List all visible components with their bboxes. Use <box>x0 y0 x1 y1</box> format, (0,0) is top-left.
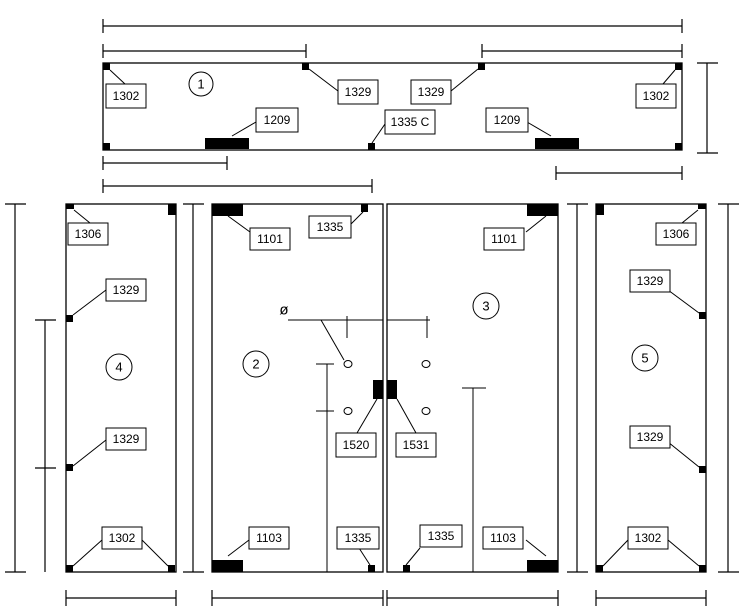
panel-4-fittings <box>66 204 176 572</box>
svg-text:1103: 1103 <box>256 531 282 545</box>
diameter-symbol: ø <box>279 302 288 319</box>
svg-text:1335: 1335 <box>428 529 455 543</box>
callout-1335: 1335 <box>308 215 352 239</box>
panel-2-leaders <box>227 211 378 566</box>
callout-1302: 1302 <box>635 83 677 109</box>
svg-text:1329: 1329 <box>113 432 140 446</box>
panel-2: ø 2 1101 1335 1520 1103 1335 <box>211 203 384 573</box>
panel-2-fittings <box>212 204 383 572</box>
svg-text:1306: 1306 <box>663 227 690 241</box>
panel-1-leaders <box>109 68 676 144</box>
svg-text:1335: 1335 <box>345 531 372 545</box>
panel-5-outline <box>595 203 707 573</box>
callout-1531: 1531 <box>395 432 437 458</box>
panel-number-3-text: 3 <box>482 299 489 314</box>
dimension-lines <box>5 19 739 606</box>
svg-text:1103: 1103 <box>490 531 516 545</box>
svg-text:1329: 1329 <box>418 85 445 99</box>
panel-1-fittings <box>103 63 682 150</box>
panel-3-fittings <box>387 204 558 572</box>
svg-text:1329: 1329 <box>113 283 140 297</box>
callout-1101: 1101 <box>249 227 291 251</box>
svg-text:1209: 1209 <box>264 113 291 127</box>
callout-1329: 1329 <box>629 425 671 449</box>
callout-1520: 1520 <box>335 432 377 458</box>
svg-text:1306: 1306 <box>75 227 102 241</box>
callout-1101: 1101 <box>483 227 525 251</box>
callout-1103: 1103 <box>248 526 290 550</box>
panel-4-leaders <box>72 209 169 567</box>
callout-1302: 1302 <box>101 526 143 550</box>
callout-1329: 1329 <box>105 278 147 302</box>
callout-1209: 1209 <box>485 107 529 133</box>
svg-text:1302: 1302 <box>113 89 140 103</box>
panel-number-1: 1 <box>188 71 214 97</box>
panel-number-2-text: 2 <box>252 357 259 372</box>
panel-3-leaders <box>396 215 547 566</box>
svg-text:1302: 1302 <box>635 531 662 545</box>
svg-text:1329: 1329 <box>345 85 372 99</box>
callout-1306: 1306 <box>67 222 109 246</box>
panel-4: 4 1306 1329 1329 1302 <box>65 203 177 573</box>
callout-1103: 1103 <box>482 526 524 550</box>
callout-1302: 1302 <box>627 526 669 550</box>
callout-1209: 1209 <box>255 107 299 133</box>
svg-text:1101: 1101 <box>257 232 283 246</box>
svg-text:1302: 1302 <box>643 89 670 103</box>
callout-1335c: 1335 C <box>384 109 436 135</box>
panel-1-outline <box>102 62 683 151</box>
panel-number-4-text: 4 <box>115 360 122 375</box>
callout-1335: 1335 <box>336 526 380 550</box>
panel-number-5-text: 5 <box>641 351 648 366</box>
panel-3: 3 1101 1531 1335 1103 <box>386 203 559 573</box>
panel-number-4: 4 <box>105 353 133 381</box>
panel-5: 5 1306 1329 1329 1302 <box>595 203 707 573</box>
callout-1335: 1335 <box>419 524 463 548</box>
panel-number-5: 5 <box>631 344 659 372</box>
panel-2-construction-lines <box>288 316 383 572</box>
callout-1329: 1329 <box>337 79 379 105</box>
svg-text:1531: 1531 <box>403 438 430 452</box>
panel-2-outline <box>211 203 384 573</box>
svg-text:1329: 1329 <box>637 430 664 444</box>
panel-number-1-text: 1 <box>197 77 204 92</box>
panel-number-2: 2 <box>242 350 270 378</box>
svg-text:1101: 1101 <box>491 232 517 246</box>
panel-number-3: 3 <box>472 292 500 320</box>
svg-text:1335 C: 1335 C <box>391 115 430 129</box>
callout-1306: 1306 <box>655 222 697 246</box>
callout-1329: 1329 <box>629 269 671 293</box>
svg-text:1302: 1302 <box>109 531 136 545</box>
callout-1329: 1329 <box>410 79 452 105</box>
panel-5-leaders <box>602 209 700 567</box>
panel-5-fittings <box>596 204 706 572</box>
svg-text:1329: 1329 <box>637 274 664 288</box>
callout-1302: 1302 <box>105 83 147 109</box>
panel-4-outline <box>65 203 177 573</box>
svg-text:1209: 1209 <box>494 113 521 127</box>
panel-1: 1 1302 1329 1329 1302 1209 1335 C 1209 <box>102 62 683 151</box>
callout-1329: 1329 <box>105 427 147 451</box>
svg-text:1335: 1335 <box>317 220 344 234</box>
svg-text:1520: 1520 <box>343 438 370 452</box>
panel-3-construction-lines <box>387 316 486 572</box>
